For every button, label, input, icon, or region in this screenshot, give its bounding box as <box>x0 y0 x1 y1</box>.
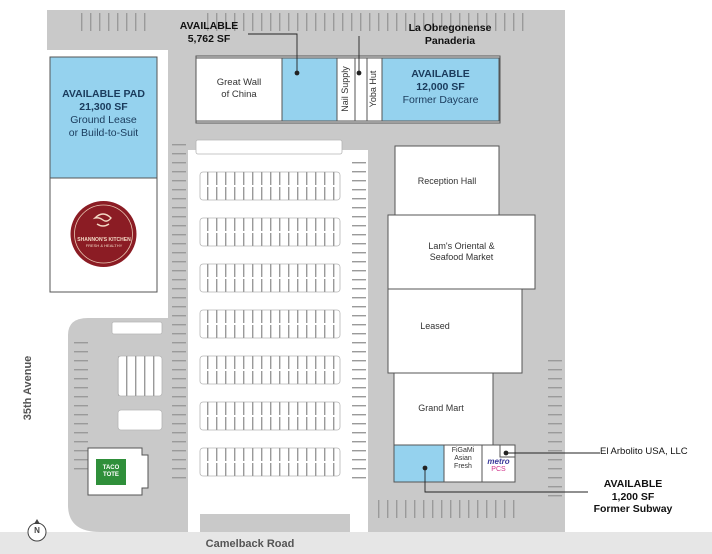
callout-available-5762-line1: AVAILABLE <box>179 20 239 32</box>
figami-line3: Fresh <box>454 463 472 471</box>
shannons-kitchen-logo <box>70 201 137 267</box>
figami-suite <box>443 444 483 483</box>
stalls-southwest <box>118 356 162 396</box>
daycare-size: 12,000 SF <box>416 81 465 94</box>
stalls-top-row <box>80 13 150 31</box>
callout-el-arbolito: El Arbolito USA, LLC <box>600 446 688 457</box>
lams-line2: Seafood Market <box>429 252 494 263</box>
available-pad-label: AVAILABLE PAD 21,300 SF Ground Lease or … <box>50 88 157 141</box>
available-pad-title: AVAILABLE PAD <box>62 88 145 100</box>
lams-line1: Lam's Oriental & <box>428 241 495 251</box>
callout-available-1200-line2: 1,200 SF <box>611 490 655 503</box>
available-pad-area <box>49 56 158 179</box>
available-5762-suite <box>281 57 338 122</box>
metro-pcs-line1: metro <box>487 457 510 466</box>
available-pad-size: 21,300 SF <box>79 101 128 114</box>
callout-available-5762-line2: 5,762 SF <box>187 32 231 45</box>
north-building <box>195 55 501 124</box>
stalls-southwest-left <box>74 340 88 470</box>
leased-suite <box>387 288 523 374</box>
arbolito-suite <box>499 444 516 458</box>
stalls-east-row <box>548 360 562 500</box>
taco-tote-line2: TOTE <box>103 471 119 478</box>
camelback-road-band <box>0 532 712 554</box>
reception-hall-label: Reception Hall <box>417 176 477 186</box>
callout-la-obregonense: La Obregonense Panaderia <box>362 22 538 47</box>
available-pad-build: or Build-to-Suit <box>68 127 139 140</box>
parking-row-stalls <box>200 172 340 476</box>
callout-available-5762: AVAILABLE 5,762 SF <box>168 20 250 45</box>
great-wall-label: Great Wall of China <box>196 77 282 101</box>
callout-available-1200: AVAILABLE 1,200 SF Former Subway <box>570 478 696 516</box>
callout-dots <box>294 70 509 471</box>
callout-la-obregonense-line2: Panaderia <box>424 34 476 47</box>
available-pad-lease: Ground Lease <box>70 114 137 127</box>
grand-mart-label: Grand Mart <box>418 403 464 413</box>
figami-line2: Asian <box>454 455 472 463</box>
callout-available-1200-line1: AVAILABLE <box>603 478 663 490</box>
daycare-suite <box>381 57 500 122</box>
reception-hall-suite <box>394 145 500 216</box>
figami-line1: FiGaMi <box>451 447 475 454</box>
shannons-kitchen-label: SHANNON'S KITCHEN FRESH & HEALTHY <box>76 237 132 248</box>
lams-market-suite <box>387 214 536 290</box>
leased-label: Leased <box>420 321 450 331</box>
metro-pcs-line2: PCS <box>491 466 506 474</box>
taco-tote-label: TACO TOTE <box>96 465 126 478</box>
daycare-label: AVAILABLE 12,000 SF Former Daycare <box>382 68 499 107</box>
daycare-available: AVAILABLE <box>411 68 470 80</box>
stalls-west-edge <box>172 140 186 480</box>
callout-leaders <box>248 33 600 493</box>
nail-supply-label: Nail Supply <box>340 66 350 112</box>
yoba-hut-label: Yoba Hut <box>368 70 378 108</box>
south-island-right-stalls <box>374 500 516 518</box>
south-island-left <box>200 514 350 532</box>
shannons-kitchen-emblem-icon <box>92 213 112 227</box>
taco-tote-line1: TACO <box>102 465 120 471</box>
subway-suite <box>393 444 445 483</box>
great-wall-line1: Great Wall <box>216 77 262 88</box>
figami-label: FiGaMi Asian Fresh <box>444 447 482 471</box>
metro-pcs-logo: metro PCS <box>482 457 515 474</box>
stalls-top-row-2 <box>200 13 530 31</box>
stalls-mid-east <box>352 160 366 480</box>
shannons-kitchen-tagline: FRESH & HEALTHY <box>85 243 123 249</box>
shannons-kitchen-name: SHANNON'S KITCHEN <box>77 237 131 243</box>
daycare-former: Former Daycare <box>402 94 479 107</box>
compass-north-label: N <box>34 526 40 535</box>
lams-market-label: Lam's Oriental & Seafood Market <box>388 241 535 264</box>
street-35th-avenue: 35th Avenue <box>22 355 34 421</box>
obregonense-suite <box>354 57 368 122</box>
great-wall-line2: of China <box>221 88 257 100</box>
callout-la-obregonense-line1: La Obregonense <box>408 22 492 34</box>
east-building <box>387 145 536 483</box>
street-camelback-road: Camelback Road <box>205 538 295 550</box>
taco-tote-logo <box>96 459 126 485</box>
callout-available-1200-line3: Former Subway <box>593 503 673 516</box>
